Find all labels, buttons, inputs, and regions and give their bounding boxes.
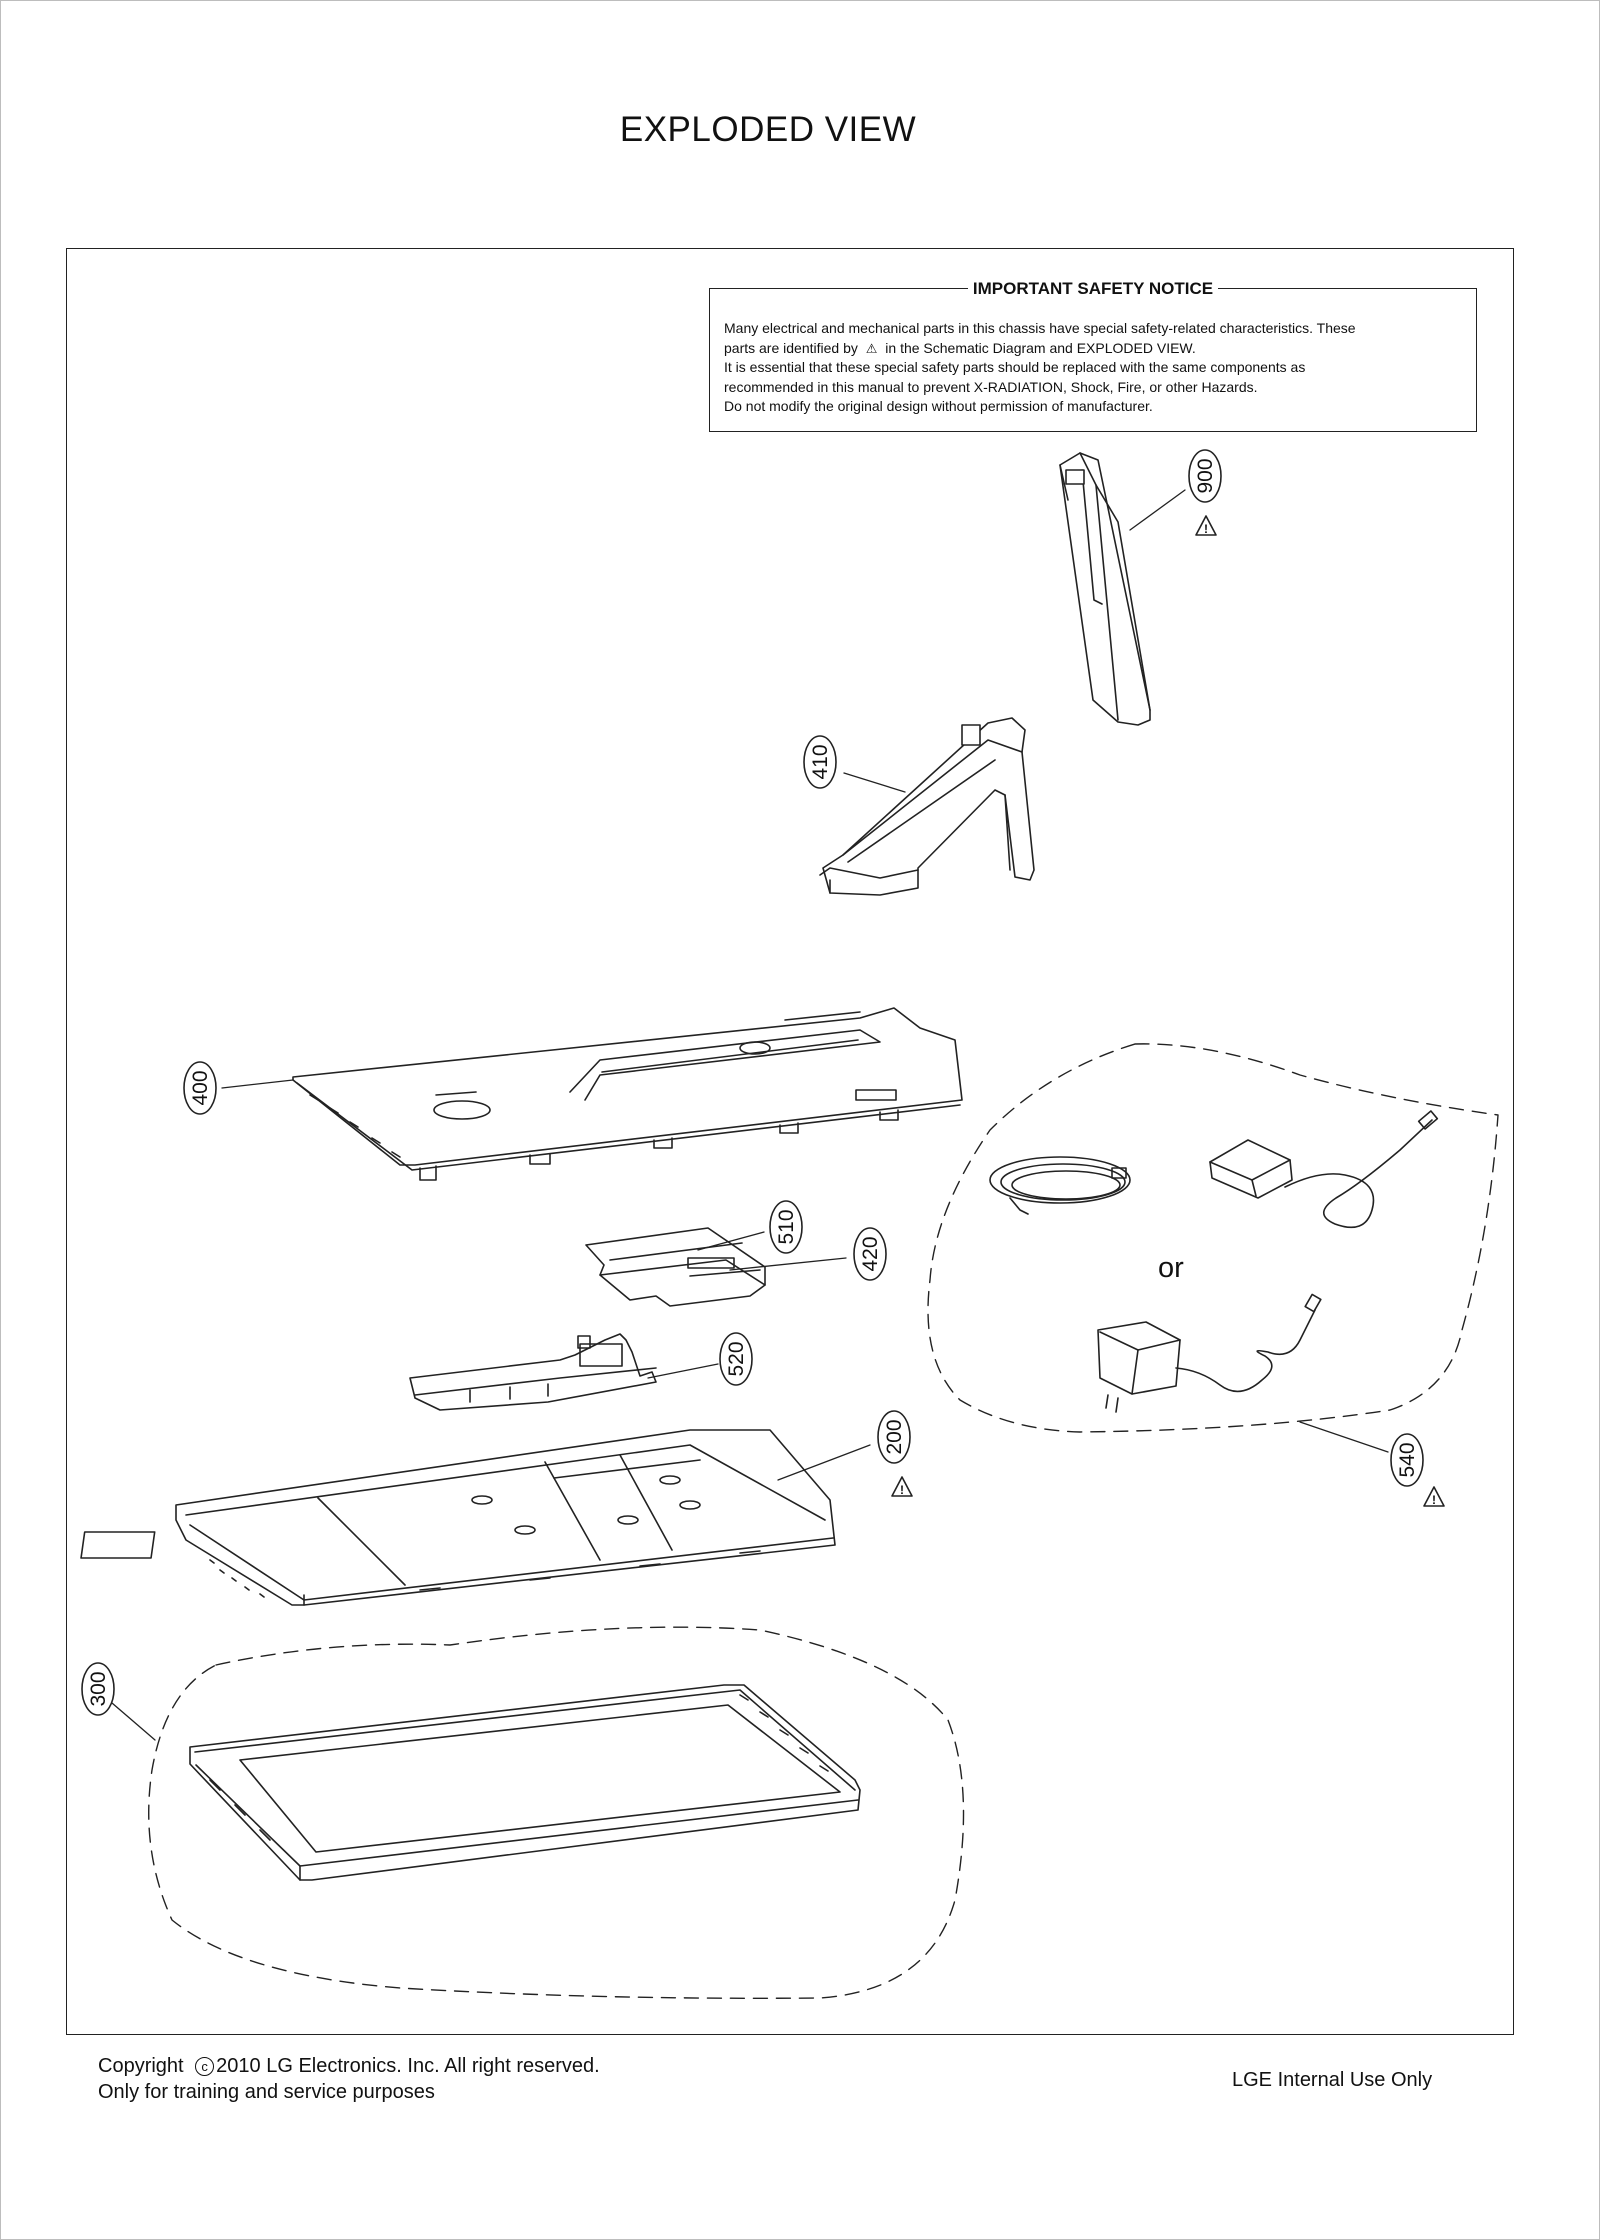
safety-notice-title-wrap: IMPORTANT SAFETY NOTICE <box>710 279 1476 300</box>
leader-line-300 <box>111 1702 156 1741</box>
leader-line-200 <box>777 1444 871 1481</box>
safety-notice-title: IMPORTANT SAFETY NOTICE <box>967 279 1219 298</box>
callout-400 <box>183 1061 217 1115</box>
warning-mark: ! <box>1204 522 1208 536</box>
callout-420 <box>853 1227 887 1281</box>
warning-triangle-icon <box>891 1476 913 1497</box>
safety-notice-line-2-b: in the Schematic Diagram and EXPLODED VI… <box>885 339 1196 356</box>
safety-notice-line-2: parts are identified by ⚠ in the Schemat… <box>724 339 1463 359</box>
safety-notice-line-4: recommended in this manual to prevent X-… <box>724 378 1258 395</box>
part-200-chassis-frame <box>80 1429 836 1606</box>
part-900-stand-neck <box>1059 452 1151 726</box>
warning-triangle-icon <box>1195 515 1217 536</box>
part-540-ac-adapter-brick <box>1209 1110 1439 1229</box>
copyright-icon: c <box>195 2057 215 2076</box>
part-300-front-bezel <box>189 1684 861 1881</box>
safety-notice-line-3: It is essential that these special safet… <box>724 359 1306 375</box>
safety-notice-line-1: Many electrical and mechanical parts in … <box>724 320 1356 336</box>
callout-label-300: 300 <box>87 1671 110 1706</box>
leader-line-900 <box>1129 489 1186 531</box>
callout-510 <box>769 1200 803 1254</box>
warning-mark: ! <box>900 1483 904 1497</box>
leader-line-540 <box>1299 1421 1389 1453</box>
callout-label-540: 540 <box>1396 1442 1419 1477</box>
warning-triangle-icon <box>1423 1486 1445 1507</box>
safety-notice-body: Many electrical and mechanical parts in … <box>724 319 1463 417</box>
leader-line-520 <box>647 1363 719 1379</box>
part-520-main-board <box>409 1333 657 1411</box>
callout-label-200: 200 <box>883 1419 906 1454</box>
training-note: Only for training and service purposes <box>98 2081 435 2103</box>
callout-label-410: 410 <box>809 744 832 779</box>
dashed-outline-bezel <box>148 1626 965 1999</box>
leader-line-510 <box>697 1231 765 1251</box>
part-510-420-bracket <box>585 1227 766 1307</box>
safety-notice-line-2-a: parts are identified by <box>724 339 858 356</box>
copyright-year: 2010 <box>216 2055 261 2077</box>
safety-notice-box: IMPORTANT SAFETY NOTICE Many electrical … <box>709 279 1477 432</box>
callout-label-400: 400 <box>189 1070 212 1105</box>
part-540-wall-adapter <box>1097 1293 1322 1413</box>
copyright-prefix: Copyright <box>98 2055 184 2077</box>
callout-540 <box>1390 1433 1424 1487</box>
callout-300 <box>81 1662 115 1716</box>
callout-label-510: 510 <box>775 1209 798 1244</box>
callout-label-900: 900 <box>1194 458 1217 493</box>
callout-900 <box>1188 449 1222 503</box>
leader-line-420 <box>729 1257 847 1271</box>
leader-line-400 <box>221 1079 294 1089</box>
callout-410 <box>803 735 837 789</box>
warning-triangle-icon: ⚠ <box>865 340 878 356</box>
callout-520 <box>719 1332 753 1386</box>
callout-200 <box>877 1410 911 1464</box>
warning-mark: ! <box>1432 1493 1436 1507</box>
or-label: or <box>1158 1252 1184 1284</box>
safety-notice-line-5: Do not modify the original design withou… <box>724 398 1153 414</box>
part-540-power-cord <box>989 1156 1131 1215</box>
dashed-outline-adapters <box>927 1043 1499 1433</box>
part-400-back-cover <box>292 1007 963 1181</box>
part-410-stand-base <box>819 717 1035 896</box>
callout-label-420: 420 <box>859 1236 882 1271</box>
leader-line-410 <box>843 772 906 793</box>
diagram-frame <box>66 248 1514 2035</box>
page-title: EXPLODED VIEW <box>619 110 917 149</box>
callout-label-520: 520 <box>725 1341 748 1376</box>
copyright-text: LG Electronics. Inc. All right reserved. <box>266 2055 600 2077</box>
internal-use-note: LGE Internal Use Only <box>1232 2069 1433 2091</box>
